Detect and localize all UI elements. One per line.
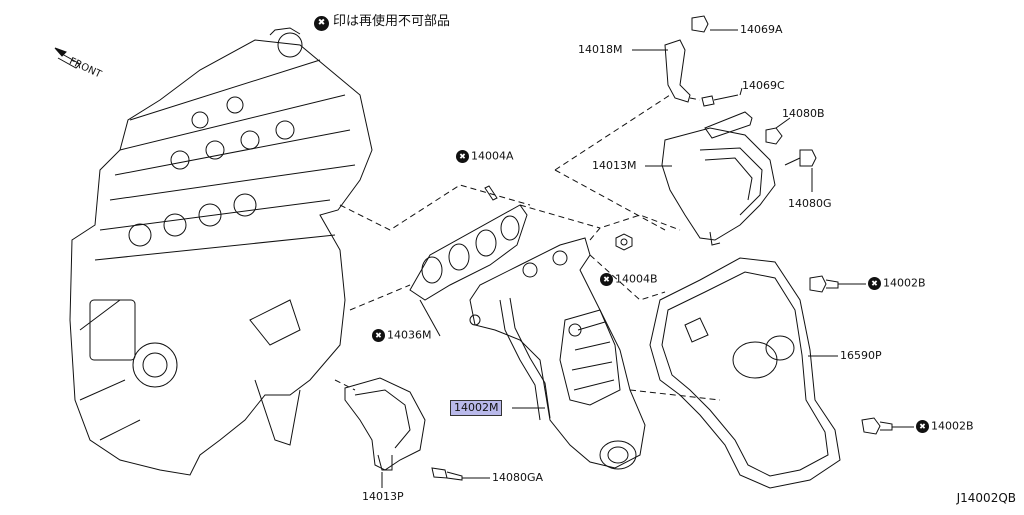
part-label-14004b[interactable]: 14004B: [600, 273, 658, 286]
heat-insulator-16590p: [649, 257, 841, 489]
part-label-14002b-top[interactable]: 14002B: [868, 277, 926, 290]
reuse-note: 印は再使用不可部品: [314, 10, 450, 31]
bolt-14080b: [765, 127, 783, 145]
part-label-14036m[interactable]: 14036M: [372, 329, 431, 342]
part-label-14069c[interactable]: 14069C: [742, 79, 785, 92]
part-label-14080ga[interactable]: 14080GA: [492, 471, 544, 484]
bolt-14069a: [691, 15, 709, 33]
part-label-14013p[interactable]: 14013P: [362, 490, 404, 503]
front-arrow-icon: [54, 47, 67, 57]
part-label-14013m[interactable]: 14013M: [592, 159, 637, 172]
assembly-lines: [334, 94, 721, 401]
bracket-14018m: [664, 39, 691, 103]
engine-block: [69, 27, 373, 476]
bolt-14002b-bottom: [861, 417, 893, 435]
gasket-14036m: [409, 204, 528, 301]
part-label-16590p[interactable]: 16590P: [840, 349, 882, 362]
nut-14004b: [615, 233, 633, 251]
heat-insulator-lower: [344, 377, 426, 471]
part-label-14018m[interactable]: 14018M: [578, 43, 623, 56]
heat-insulator-14013m: [661, 127, 776, 246]
bracket-plate: [704, 111, 753, 139]
drawing-code: J14002QB: [956, 491, 1016, 505]
stud-14004a: [484, 185, 498, 201]
part-label-14002b-bottom[interactable]: 14002B: [916, 420, 974, 433]
part-label-14004a[interactable]: 14004A: [456, 150, 514, 163]
bolt-14080g: [784, 149, 817, 167]
exhaust-manifold: [469, 237, 646, 470]
stud-14069c: [701, 94, 739, 107]
part-label-14069a[interactable]: 14069A: [740, 23, 783, 36]
part-label-14002m[interactable]: 14002M: [450, 400, 503, 416]
leader-lines: [381, 29, 914, 488]
bolt-14080ga: [431, 467, 490, 481]
part-label-14080g[interactable]: 14080G: [788, 197, 832, 210]
part-label-14080b[interactable]: 14080B: [782, 107, 825, 120]
bolt-14002b-top: [809, 275, 839, 293]
